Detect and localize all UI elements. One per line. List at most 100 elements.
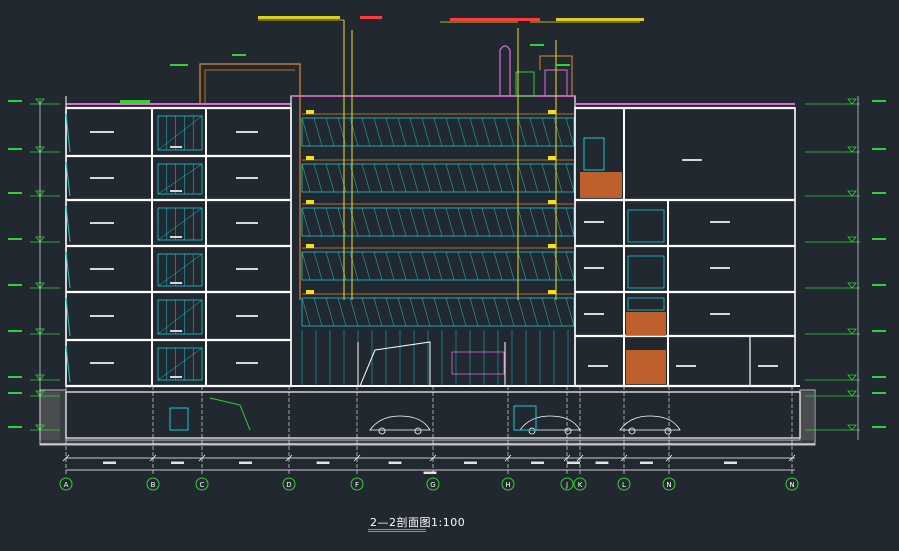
room-label-mark: [170, 190, 182, 192]
stair-flight: [157, 347, 203, 381]
glazing-diag: [517, 297, 527, 327]
glazing-diag: [541, 251, 551, 281]
axis-label: K: [578, 481, 583, 489]
room-label-mark: [236, 222, 258, 224]
window-edge: [65, 205, 71, 243]
fitting: [548, 156, 556, 160]
window-edge: [65, 251, 71, 289]
axis-label: J: [565, 481, 568, 489]
level-marker: [847, 328, 857, 335]
room-label-mark: [90, 177, 114, 179]
glazing-diag: [493, 297, 503, 327]
axis-bubble: [785, 477, 799, 491]
glazing-diag: [325, 297, 335, 327]
glazing-diag: [493, 251, 503, 281]
glazing-diag: [373, 251, 383, 281]
glazing-diag: [397, 163, 407, 193]
glazing-diag: [493, 117, 503, 147]
glazing-diag: [433, 251, 443, 281]
level-value-mark: [8, 330, 22, 332]
dim-value-mark: [103, 461, 116, 464]
level-value-mark: [872, 392, 886, 394]
glazing-diag: [541, 117, 551, 147]
elevation-marks-right: [805, 96, 886, 440]
axis-bubble: [195, 477, 209, 491]
glazing-diag: [313, 117, 323, 147]
glazing-diag: [481, 163, 491, 193]
right-floor-slabs: [575, 106, 795, 388]
glazing-diag: [481, 207, 491, 237]
glazing-diag: [505, 297, 515, 327]
fitting: [306, 200, 314, 204]
level-marker: [847, 374, 857, 381]
axis-label: B: [151, 481, 156, 489]
axis-label: A: [64, 481, 69, 489]
axis-bubble: [350, 477, 364, 491]
ground-hatch: [39, 389, 816, 446]
glazing-diag: [325, 207, 335, 237]
glazing-diag: [505, 207, 515, 237]
level-value-mark: [872, 426, 886, 428]
axis-bubble: [501, 477, 515, 491]
window-edge: [65, 161, 71, 197]
right-wing: [574, 103, 796, 388]
glazing-diag: [349, 297, 359, 327]
level-value-mark: [8, 284, 22, 286]
room-label-mark: [710, 221, 730, 223]
roof-equipment: [199, 19, 640, 300]
room-label-mark: [90, 268, 114, 270]
glazing-diag: [517, 163, 527, 193]
level-value-mark: [872, 238, 886, 240]
glazing-diag: [553, 117, 563, 147]
axis-bubble: [59, 477, 73, 491]
glazing-diag: [301, 117, 311, 147]
room-label-mark: [170, 282, 182, 284]
room-label-mark: [710, 313, 730, 315]
level-value-mark: [8, 238, 22, 240]
glazing-diag: [565, 251, 575, 281]
glazing-diag: [517, 251, 527, 281]
glazing-diag: [433, 207, 443, 237]
glazing-diag: [517, 117, 527, 147]
axis-label: C: [200, 481, 205, 489]
room-label-mark: [588, 365, 608, 367]
room-label-mark: [758, 365, 778, 367]
fitting: [548, 244, 556, 248]
dim-value-mark: [640, 461, 653, 464]
basement-car-2: [519, 415, 581, 435]
glazing-diag: [349, 163, 359, 193]
axis-label: N: [789, 481, 794, 489]
glazing-diag: [457, 207, 467, 237]
glazing-diag: [553, 297, 563, 327]
room-label-mark: [584, 267, 604, 269]
stair-flight: [157, 299, 203, 335]
level-value-mark: [8, 392, 22, 394]
room-label-mark: [236, 177, 258, 179]
glazing-diag: [493, 163, 503, 193]
glazing-diag: [481, 251, 491, 281]
left-room-labels: [65, 113, 258, 383]
fitting: [306, 244, 314, 248]
glazing-diag: [373, 117, 383, 147]
glazing-diag: [553, 251, 563, 281]
basement-car-1: [369, 415, 431, 435]
level-marker: [35, 98, 45, 105]
fitting: [306, 290, 314, 294]
drawing-title-block: 2—2剖面图1:100: [360, 512, 480, 534]
level-marker: [847, 282, 857, 289]
dim-value-mark: [724, 461, 737, 464]
stair-flight: [157, 207, 203, 241]
glazing-diag: [493, 207, 503, 237]
glazing-diag: [421, 163, 431, 193]
glazing-diag: [541, 163, 551, 193]
level-value-mark: [8, 100, 22, 102]
room-label-mark: [710, 267, 730, 269]
stair-window: [157, 253, 203, 287]
room-label-mark: [676, 365, 696, 367]
room-label-mark: [584, 221, 604, 223]
glazing-diag: [337, 251, 347, 281]
left-floor-slabs: [66, 106, 291, 388]
glazing-diag: [565, 207, 575, 237]
glazing-diag: [529, 207, 539, 237]
